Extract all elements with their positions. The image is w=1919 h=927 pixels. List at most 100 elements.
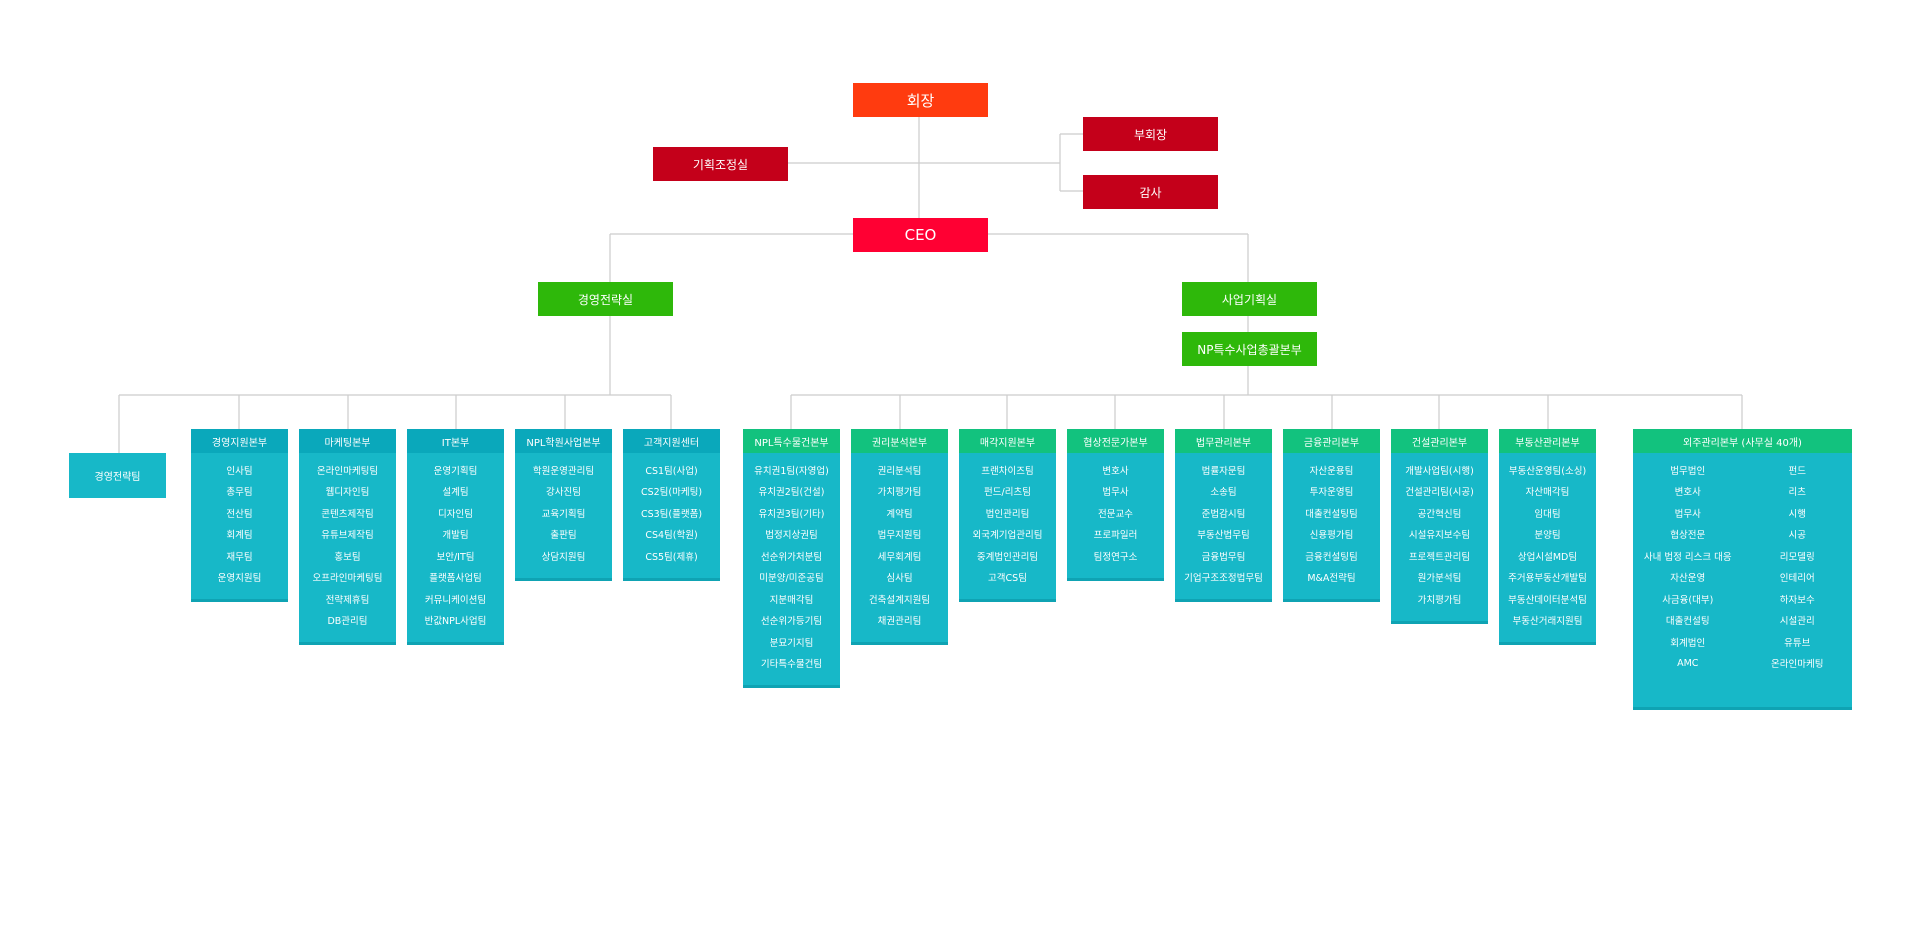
team-item: 펀드/리츠팀: [984, 487, 1031, 499]
right-dept-column-head: 부동산관리본부: [1499, 429, 1596, 453]
team-item: 주거용부동산개발팀: [1508, 573, 1587, 585]
team-item: 설계팀: [442, 487, 469, 499]
column-foot: [1391, 620, 1488, 624]
np-division-box: NP특수사업총괄본부: [1182, 332, 1317, 366]
team-item: 개발팀: [442, 530, 469, 542]
ceo-box: CEO: [853, 218, 988, 252]
team-item: 심사팀: [886, 573, 913, 585]
team-item: 오프라인마케팅팀: [312, 573, 383, 585]
team-item: 보안/IT팀: [436, 551, 475, 563]
team-item: 준법감시팀: [1201, 508, 1246, 520]
team-item: 프로젝트관리팀: [1408, 551, 1471, 563]
left-dept-column-head: IT본부: [407, 429, 504, 453]
team-item: 신용평가팀: [1309, 530, 1354, 542]
outsourcing-item: 협상전문: [1670, 530, 1706, 542]
team-item: 재무팀: [226, 551, 253, 563]
team-item: 금융법무팀: [1201, 551, 1246, 563]
team-item: 기타특수물건팀: [760, 659, 823, 671]
audit-box: 감사: [1083, 175, 1218, 209]
strategy-team-box: 경영전략팀: [69, 453, 166, 498]
team-item: 소송팀: [1210, 487, 1237, 499]
team-item: CS1팀(사업): [645, 465, 698, 477]
team-item: 커뮤니케이션팀: [424, 594, 487, 606]
np-division-label: NP특수사업총괄본부: [1197, 342, 1302, 357]
team-item: 지분매각팀: [769, 594, 814, 606]
column-foot: [299, 642, 396, 645]
team-item: 온라인마케팅팀: [316, 465, 379, 477]
team-item: 법정지상권팀: [765, 530, 818, 542]
business-planning-box: 사업기획실: [1182, 282, 1317, 316]
team-item: CS2팀(마케팅): [640, 487, 703, 499]
team-item: 고객CS팀: [988, 573, 1027, 585]
column-foot: [851, 642, 948, 645]
team-item: 인사팀: [226, 465, 253, 477]
ceo-label: CEO: [904, 226, 937, 244]
outsourcing-item: 하자보수: [1779, 594, 1815, 606]
team-item: 유치권2팀(건설): [758, 487, 825, 499]
team-item: 전문교수: [1098, 508, 1133, 520]
team-item: CS5팀(제휴): [645, 551, 698, 563]
team-item: 유튜브제작팀: [321, 530, 374, 542]
outsourcing-item: 사금융(대부): [1662, 594, 1714, 606]
right-dept-column-head: 협상전문가본부: [1067, 429, 1164, 453]
team-item: 반값NPL사업팀: [424, 616, 487, 628]
team-item: 자산운용팀: [1309, 465, 1354, 477]
team-item: 총무팀: [226, 487, 253, 499]
team-item: 분양팀: [1534, 530, 1561, 542]
outsourcing-item: 인테리어: [1779, 573, 1815, 585]
right-dept-column-head: 금융관리본부: [1283, 429, 1380, 453]
team-item: 미분양/미준공팀: [759, 573, 824, 585]
outsourcing-item: AMC: [1677, 657, 1699, 669]
team-item: 가치평가팀: [1417, 594, 1462, 606]
team-item: 가치평가팀: [877, 487, 922, 499]
planning-office-box: 기획조정실: [653, 147, 788, 181]
team-item: 콘텐츠제작팀: [321, 508, 374, 520]
outsourcing-item: 리모델링: [1779, 551, 1815, 563]
outsourcing-item: 온라인마케팅: [1771, 659, 1824, 671]
team-item: 건설관리팀(시공): [1405, 487, 1474, 499]
team-item: 부동산운영팀(소싱): [1508, 465, 1587, 477]
outsourcing-head: 외주관리본부 (사무실 40개): [1633, 429, 1852, 453]
chairman-box: 회장: [853, 83, 988, 117]
team-item: 분묘기지팀: [769, 637, 814, 649]
team-item: 부동산법무팀: [1197, 530, 1250, 542]
column-foot: [623, 577, 720, 581]
column-foot: [1067, 577, 1164, 581]
column-foot: [1633, 707, 1852, 710]
team-item: 웹디자인팀: [325, 487, 370, 499]
business-planning-label: 사업기획실: [1221, 292, 1278, 307]
team-item: 전산팀: [226, 508, 253, 520]
team-item: 강사진팀: [546, 487, 581, 499]
outsourcing-item: 시공: [1788, 530, 1806, 542]
team-item: M&A전략팀: [1307, 573, 1356, 585]
team-item: 팀정연구소: [1093, 551, 1138, 563]
team-item: 대출컨설팅팀: [1305, 508, 1358, 520]
outsourcing-item: 사내 법정 리스크 대응: [1643, 551, 1732, 563]
team-item: 교육기획팀: [541, 508, 586, 520]
left-dept-column-head: 고객지원센터: [623, 429, 720, 453]
team-item: 프랜차이즈팀: [981, 465, 1034, 477]
team-item: 법인관리팀: [985, 508, 1030, 520]
team-item: 기업구조조정법무팀: [1184, 573, 1263, 585]
team-item: 개발사업팀(시행): [1405, 465, 1474, 477]
right-dept-column-head: 법무관리본부: [1175, 429, 1272, 453]
outsourcing-item: 리츠: [1788, 487, 1806, 499]
team-item: 디자인팀: [438, 508, 473, 520]
team-item: 세무회계팀: [877, 551, 922, 563]
team-item: 채권관리팀: [877, 616, 922, 628]
left-dept-column-head: 경영지원본부: [191, 429, 288, 453]
